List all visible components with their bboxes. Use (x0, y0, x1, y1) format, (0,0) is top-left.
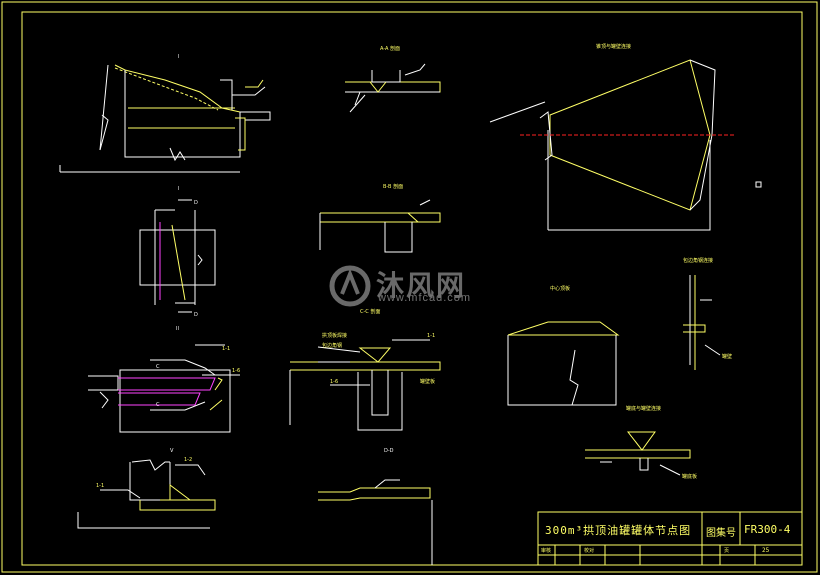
tag-1-1a: 1-1 (222, 346, 230, 352)
view-top-right (489, 59, 735, 231)
watermark: 沐风网 www.mfcad.com (328, 262, 498, 310)
view-aa-label: A-A 剖面 (380, 45, 400, 52)
view-dd (318, 479, 433, 565)
view-dd-label: D-D (384, 448, 394, 454)
view-side-right-label: 包边角钢连接 (683, 257, 713, 264)
tag-d2: D (194, 312, 198, 318)
view-bottom-right-label: 罐底与罐壁连接 (626, 405, 661, 412)
title-small-1: 审核 (541, 548, 552, 554)
drawing-title: 300m³拱顶油罐罐体节点图 (545, 524, 692, 537)
note-c2: 包边角钢 (322, 342, 342, 349)
view-bottom-left (77, 459, 216, 529)
title-block-lines (537, 511, 803, 566)
title-small-3: 页 (724, 548, 730, 554)
note-side: 罐壁 (722, 353, 732, 360)
view-i-mid (139, 199, 216, 313)
title-small-2: 校对 (584, 548, 595, 554)
watermark-logo-icon (329, 265, 371, 307)
tag-1-6a: 1-6 (232, 368, 240, 374)
view-cc-label: C-C 剖面 (360, 308, 380, 315)
view-bb-label: B-B 剖面 (383, 183, 403, 190)
drawing-no: FR300-4 (744, 523, 791, 536)
note-c1: 拱顶板焊接 (322, 332, 347, 339)
view-bb (319, 199, 441, 253)
view-bottom-left-label: V (170, 448, 174, 454)
inner-frame (21, 11, 803, 566)
tag-1-2: 1-2 (184, 457, 192, 463)
view-side-right (683, 275, 721, 370)
tag-1-1b: 1-1 (96, 483, 104, 489)
page-number: 25 (762, 547, 770, 554)
view-bottom-right (585, 431, 691, 476)
view-ii (88, 344, 240, 433)
tag-1-6b: 1-6 (330, 379, 338, 385)
view-top-right-label: 锥顶与罐壁连接 (596, 43, 631, 50)
tag-c2: C (156, 402, 160, 408)
view-i-top-label: I (178, 54, 179, 60)
view-cc (289, 339, 441, 431)
view-mid-right-label: 中心顶板 (550, 285, 570, 292)
view-i-mid-label: I (178, 186, 179, 192)
note-c3: 罐壁板 (420, 378, 435, 385)
tag-1-1c: 1-1 (427, 333, 435, 339)
view-aa (345, 63, 441, 113)
small-square-marker (755, 181, 762, 188)
watermark-text: 沐风网 (376, 269, 467, 302)
view-mid-right (507, 321, 620, 406)
drawing-no-label: 图集号 (706, 528, 736, 539)
view-i-top (59, 64, 271, 173)
tag-c1: C (156, 364, 160, 370)
tag-d1: D (194, 200, 198, 206)
view-ii-label: II (176, 326, 179, 332)
watermark-url: www.mfcad.com (378, 292, 472, 304)
note-bottom: 罐底板 (682, 473, 697, 480)
